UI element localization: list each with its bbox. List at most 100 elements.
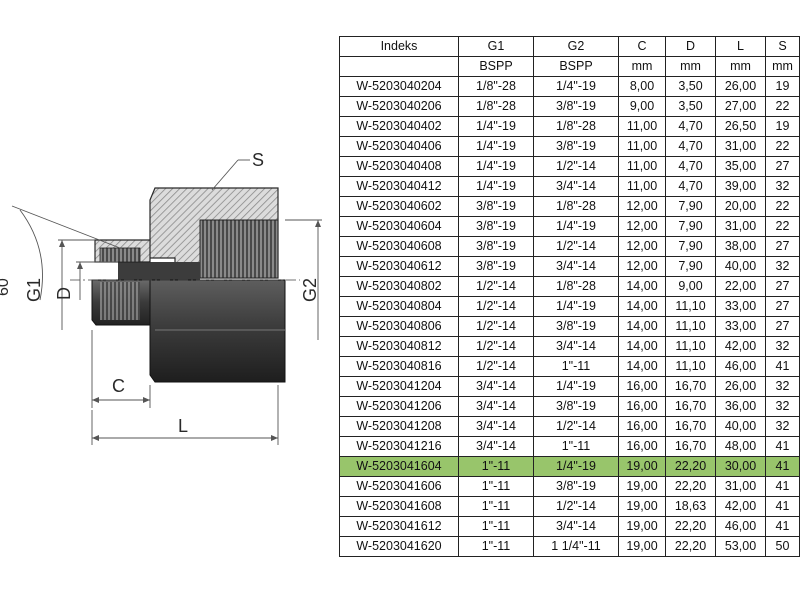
header-cell: G1	[458, 36, 534, 57]
table-cell: W-5203041620	[339, 536, 459, 557]
unit-cell: BSPP	[458, 56, 534, 77]
header-cell: G2	[533, 36, 619, 57]
table-cell: 3/8"-19	[533, 96, 619, 117]
table-cell: 3/4"-14	[458, 396, 534, 417]
table-cell: 22	[765, 196, 800, 217]
table-cell: 11,00	[618, 156, 666, 177]
table-cell: 26,00	[715, 376, 766, 397]
table-cell: 41	[765, 356, 800, 377]
unit-cell: mm	[618, 56, 666, 77]
table-cell: 11,10	[665, 356, 716, 377]
table-cell: 19,00	[618, 516, 666, 537]
table-cell: 41	[765, 496, 800, 517]
table-cell: 3/8"-19	[458, 216, 534, 237]
label-c: C	[112, 376, 125, 396]
table-cell: 1 1/4"-11	[533, 536, 619, 557]
table-cell: W-5203041612	[339, 516, 459, 537]
table-cell: 22	[765, 136, 800, 157]
table-cell: 1/4"-19	[458, 116, 534, 137]
table-cell: 1/2"-14	[533, 236, 619, 257]
table-cell: 41	[765, 456, 800, 477]
table-cell: 3/8"-19	[533, 316, 619, 337]
table-cell: 35,00	[715, 156, 766, 177]
table-cell: 1/4"-19	[458, 176, 534, 197]
table-cell: 32	[765, 256, 800, 277]
table-cell: W-5203041604	[339, 456, 459, 477]
table-cell: 11,10	[665, 316, 716, 337]
table-cell: W-5203040408	[339, 156, 459, 177]
label-g1: G1	[24, 278, 44, 302]
table-cell: 42,00	[715, 336, 766, 357]
table-cell: 3,50	[665, 76, 716, 97]
table-cell: 1/4"-19	[533, 456, 619, 477]
table-cell: 11,00	[618, 176, 666, 197]
table-cell: 11,00	[618, 136, 666, 157]
table-cell: 31,00	[715, 136, 766, 157]
table-cell: W-5203040802	[339, 276, 459, 297]
table-cell: 36,00	[715, 396, 766, 417]
table-cell: 1"-11	[458, 476, 534, 497]
table-cell: W-5203041216	[339, 436, 459, 457]
label-l: L	[178, 416, 188, 436]
table-cell: 1/4"-19	[533, 296, 619, 317]
table-cell: 30,00	[715, 456, 766, 477]
table-cell: 9,00	[665, 276, 716, 297]
table-cell: 11,10	[665, 336, 716, 357]
label-angle: 60	[0, 278, 12, 296]
table-cell: W-5203040412	[339, 176, 459, 197]
table-cell: 27,00	[715, 96, 766, 117]
unit-cell: mm	[715, 56, 766, 77]
table-cell: 46,00	[715, 356, 766, 377]
header-cell: S	[765, 36, 800, 57]
section-cut	[94, 187, 279, 280]
table-cell: W-5203040816	[339, 356, 459, 377]
table-cell: 14,00	[618, 296, 666, 317]
outer-view	[91, 279, 286, 383]
table-cell: 1/4"-19	[533, 216, 619, 237]
header-cell: L	[715, 36, 766, 57]
table-cell: W-5203040406	[339, 136, 459, 157]
table-cell: 39,00	[715, 176, 766, 197]
table-cell: 32	[765, 416, 800, 437]
table-cell: 12,00	[618, 216, 666, 237]
spec-table: Indeks G1 G2 C D L S BSPP BSPP mm mm mm …	[339, 36, 800, 557]
table-cell: 14,00	[618, 336, 666, 357]
table-cell: 26,00	[715, 76, 766, 97]
table-cell: 31,00	[715, 216, 766, 237]
header-cell: Indeks	[339, 36, 459, 57]
table-cell: 9,00	[618, 96, 666, 117]
table-cell: 16,00	[618, 436, 666, 457]
table-cell: W-5203040204	[339, 76, 459, 97]
table-cell: 16,00	[618, 416, 666, 437]
label-d: D	[54, 287, 74, 300]
fitting-technical-drawing: S C L G2 G1 D 60	[0, 150, 322, 445]
table-cell: 19,00	[618, 476, 666, 497]
table-cell: 3,50	[665, 96, 716, 117]
table-cell: 19,00	[618, 456, 666, 477]
header-row: Indeks G1 G2 C D L S	[339, 36, 800, 57]
table-cell: 22	[765, 96, 800, 117]
table-cell: 1/4"-19	[533, 376, 619, 397]
table-cell: 4,70	[665, 176, 716, 197]
table-cell: 14,00	[618, 276, 666, 297]
table-cell: 38,00	[715, 236, 766, 257]
table-cell: W-5203041608	[339, 496, 459, 517]
dimension-lines	[11, 159, 322, 445]
table-cell: 18,63	[665, 496, 716, 517]
header-cell: D	[665, 36, 716, 57]
unit-cell: mm	[765, 56, 800, 77]
table-cell: 3/8"-19	[533, 396, 619, 417]
table-cell: W-5203040206	[339, 96, 459, 117]
table-cell: 1"-11	[458, 536, 534, 557]
